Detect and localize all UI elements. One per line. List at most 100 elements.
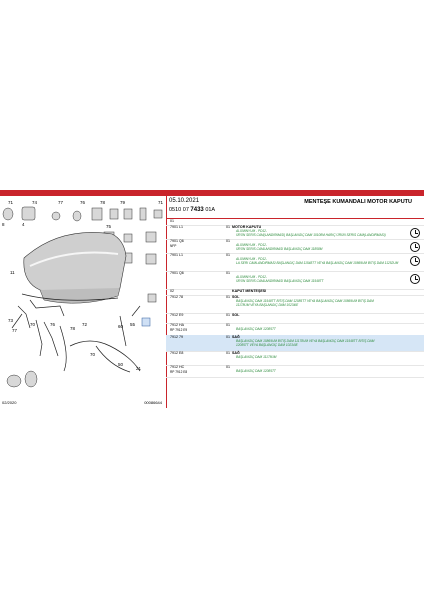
part-ref: 7912 E9: [170, 313, 184, 317]
diagram-code: 00086644: [144, 400, 162, 405]
part-description: SOL: [232, 295, 240, 299]
clock-icon: [410, 274, 420, 284]
part-note: ALÜMINYUM - PD12-: [236, 229, 267, 233]
row-divider: [166, 289, 424, 290]
svg-text:73: 73: [8, 318, 14, 323]
part-ref: 7912 78: [170, 295, 183, 299]
svg-text:75: 75: [106, 224, 112, 229]
part-note: ALÜMINYUM - PD12-: [236, 275, 267, 279]
clock-icon: [410, 228, 420, 238]
part-description: KAPUT MENTEŞESI: [232, 289, 267, 293]
svg-text:74: 74: [32, 200, 38, 205]
row-divider: [166, 323, 424, 324]
part-qty: 01: [226, 239, 230, 243]
part-note: ÜRÜN SERIS CAM(LANDIRMASI) BAŞLANGIÇ DAM…: [236, 233, 386, 237]
svg-text:76: 76: [80, 200, 86, 205]
part-qty: 01: [226, 323, 230, 327]
part-qty: 01: [226, 365, 230, 369]
svg-text:78: 78: [70, 326, 76, 331]
part-subref: RP 7912 E9: [170, 328, 188, 332]
row-divider: [166, 225, 424, 226]
part-ref: 7912 79: [170, 335, 183, 339]
svg-text:21: 21: [136, 366, 142, 371]
svg-text:70: 70: [30, 322, 36, 327]
part-description: SAĞ: [232, 335, 240, 339]
part-note: BAŞLANGIÇ DAM 11178UM: [236, 355, 277, 359]
svg-text:8: 8: [2, 222, 5, 227]
part-ref: 7901 L1: [170, 253, 183, 257]
svg-text:71: 71: [158, 200, 164, 205]
top-bar: [0, 190, 424, 196]
part-note: ÜRÜN SERIS CAMLANDIRMASI BAŞLANGIÇ DAM 1…: [236, 279, 324, 283]
part-subref: RP 7912 E8: [170, 370, 188, 374]
row-divider: [166, 313, 424, 314]
parts-row[interactable]: 01: [166, 219, 424, 225]
row-divider: [166, 295, 424, 296]
code-suffix: 01A: [205, 207, 216, 213]
svg-text:55: 55: [130, 322, 136, 327]
part-note: BAŞLANGIÇ DAM 12085TT: [236, 327, 276, 331]
part-description: SOL: [232, 313, 240, 317]
catalog-title: MENTEŞE KUMANDALI MOTOR KAPUTU: [304, 199, 412, 205]
part-note: BAŞLANGIÇ DAM 12085TT: [236, 369, 276, 373]
svg-text:50: 50: [118, 362, 124, 367]
svg-text:77: 77: [58, 200, 64, 205]
part-ref: 02: [170, 289, 174, 293]
part-ref: 7912 E8: [170, 351, 184, 355]
part-note: ALÜMINYUM - PD12-: [236, 257, 267, 261]
svg-text:11: 11: [10, 270, 15, 275]
hood-panel: [23, 232, 127, 304]
clock-icon: [410, 256, 420, 266]
svg-text:70: 70: [90, 352, 96, 357]
part-ref: 7912 HC: [170, 365, 185, 369]
row-divider: [166, 351, 424, 352]
svg-text:78: 78: [100, 200, 106, 205]
svg-text:72: 72: [82, 322, 88, 327]
row-divider: [166, 239, 424, 240]
part-note: ALÜMINYUM - PD12-: [236, 243, 267, 247]
svg-text:76: 76: [50, 322, 56, 327]
catalog-date: 05.10.2021: [169, 198, 200, 204]
part-note: BAŞLANGIÇ DAM 10869UM BITIŞ DAM 11178UM …: [236, 339, 375, 343]
part-ref: 7901 Q6: [170, 239, 184, 243]
svg-text:60: 60: [118, 324, 124, 329]
part-note: ÜRÜN SERIS CAMLANDIRMASI BAŞLANGIÇ DAM 1…: [236, 247, 323, 251]
row-divider: [166, 377, 424, 378]
catalog-code: 0510 07 7433 01A: [169, 207, 215, 213]
part-thumbnails: [2, 206, 163, 388]
part-qty: 01: [226, 271, 230, 275]
part-ref: 01: [170, 219, 174, 223]
svg-text:79: 79: [120, 200, 126, 205]
part-qty: 01: [226, 313, 230, 317]
part-description: SAĞ: [232, 351, 240, 355]
svg-text:4: 4: [22, 222, 25, 227]
part-note: 12085TT VEYA BAŞLANGIÇ DAM 10234IE: [236, 343, 298, 347]
svg-text:77: 77: [12, 328, 18, 333]
row-divider: [166, 271, 424, 272]
clock-icon: [410, 242, 420, 252]
part-description: MOTOR KAPUTU: [232, 225, 262, 229]
highlighted-callout[interactable]: [141, 317, 151, 327]
row-divider: [166, 365, 424, 366]
part-ref: 7912 HA: [170, 323, 184, 327]
part-subref: NFP: [170, 244, 177, 248]
parts-row[interactable]: 02 KAPUT MENTEŞESI: [166, 289, 424, 295]
code-prefix: 0510 07: [169, 207, 189, 213]
parts-header: 05.10.2021 0510 07 7433 01A MENTEŞE KUMA…: [166, 196, 424, 219]
part-ref: 7901 Q6: [170, 271, 184, 275]
part-ref: 7901 L1: [170, 225, 183, 229]
